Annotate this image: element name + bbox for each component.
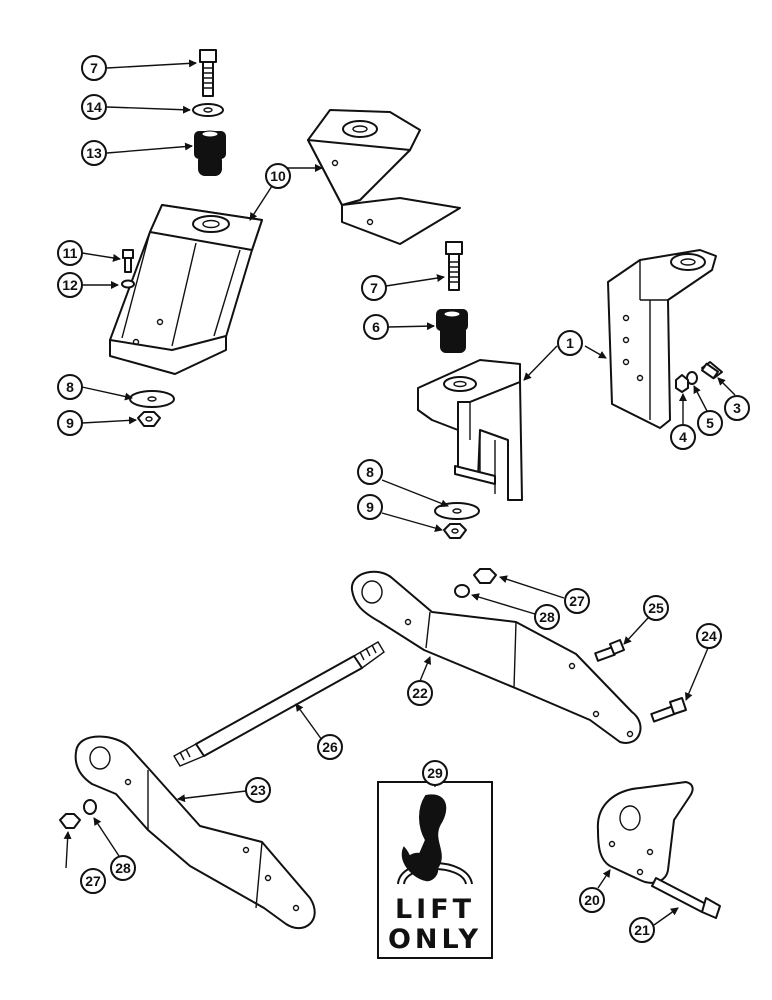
callout-1: 1 — [557, 330, 583, 356]
lift-arm-left — [74, 735, 316, 930]
svg-text:9: 9 — [66, 415, 74, 431]
lift-arm-right — [350, 570, 642, 744]
washer-top-left — [192, 103, 224, 117]
callout-28-upper: 28 — [534, 604, 560, 630]
callout-29: 29 — [422, 760, 448, 786]
washer-8-left — [129, 390, 175, 408]
bolt-3 — [700, 361, 723, 380]
svg-text:29: 29 — [427, 765, 443, 781]
svg-text:6: 6 — [372, 319, 380, 335]
callout-21: 21 — [629, 917, 655, 943]
svg-text:8: 8 — [366, 464, 374, 480]
anchor-plate-20 — [596, 781, 694, 884]
svg-text:10: 10 — [270, 168, 286, 184]
callout-26: 26 — [317, 734, 343, 760]
nut-27-lower — [59, 813, 81, 829]
lift-only-decal: LIFT ONLY — [377, 781, 493, 959]
svg-text:1: 1 — [566, 335, 574, 351]
callout-12: 12 — [57, 272, 83, 298]
rubber-mount-center — [436, 309, 468, 353]
svg-text:20: 20 — [584, 892, 600, 908]
svg-text:26: 26 — [322, 739, 338, 755]
svg-text:4: 4 — [679, 429, 687, 445]
callout-14: 14 — [81, 94, 107, 120]
svg-text:3: 3 — [733, 400, 741, 416]
callout-27-lower: 27 — [80, 868, 106, 894]
svg-text:12: 12 — [62, 277, 78, 293]
callout-3: 3 — [724, 395, 750, 421]
callout-27-upper: 27 — [564, 588, 590, 614]
front-bracket-center — [417, 359, 523, 501]
svg-text:21: 21 — [634, 922, 650, 938]
callout-20: 20 — [579, 887, 605, 913]
bolt-21 — [651, 877, 721, 919]
callout-10: 10 — [265, 163, 291, 189]
callout-7-top: 7 — [81, 55, 107, 81]
bolt-top-left — [199, 49, 217, 97]
bolt-center — [445, 241, 463, 291]
callout-8-left: 8 — [57, 374, 83, 400]
nut-4 — [675, 374, 689, 393]
front-bracket-right — [607, 249, 717, 429]
lockwasher-28-lower — [83, 799, 97, 815]
rubber-mount-top-left — [194, 130, 226, 176]
tie-rod-26 — [173, 641, 385, 767]
callout-11: 11 — [57, 240, 83, 266]
svg-text:8: 8 — [66, 379, 74, 395]
svg-text:7: 7 — [90, 60, 98, 76]
bolt-25 — [594, 639, 625, 662]
callout-23: 23 — [245, 777, 271, 803]
callout-28-lower: 28 — [110, 855, 136, 881]
washer-8-center — [434, 502, 480, 520]
decal-line2: ONLY — [388, 924, 482, 955]
svg-text:28: 28 — [115, 860, 131, 876]
callout-9-left: 9 — [57, 410, 83, 436]
svg-text:27: 27 — [569, 593, 585, 609]
callout-22: 22 — [407, 680, 433, 706]
callout-7-center: 7 — [361, 275, 387, 301]
callout-4: 4 — [670, 424, 696, 450]
svg-text:22: 22 — [412, 685, 428, 701]
svg-text:28: 28 — [539, 609, 555, 625]
callout-9-center: 9 — [357, 494, 383, 520]
callout-13: 13 — [81, 140, 107, 166]
svg-text:27: 27 — [85, 873, 101, 889]
callout-5: 5 — [697, 410, 723, 436]
svg-text:23: 23 — [250, 782, 266, 798]
svg-text:14: 14 — [86, 99, 102, 115]
mount-bracket-right — [307, 109, 461, 245]
nut-27-upper — [473, 568, 497, 584]
callout-25: 25 — [643, 595, 669, 621]
bolt-11 — [122, 249, 134, 273]
callout-8-center: 8 — [357, 459, 383, 485]
lockwasher-12 — [121, 279, 135, 289]
leader-lines — [63, 59, 736, 926]
lockwasher-28-upper — [454, 584, 470, 598]
decal-line1: LIFT — [395, 894, 475, 925]
svg-text:5: 5 — [706, 415, 714, 431]
svg-text:7: 7 — [370, 280, 378, 296]
bolt-24 — [650, 697, 687, 723]
callout-24: 24 — [696, 623, 722, 649]
svg-text:13: 13 — [86, 145, 102, 161]
nut-9-center — [443, 523, 467, 539]
nut-9-left — [137, 411, 161, 427]
mount-bracket-left — [109, 204, 263, 375]
svg-text:24: 24 — [701, 628, 717, 644]
callout-6: 6 — [363, 314, 389, 340]
svg-text:11: 11 — [63, 245, 78, 261]
svg-text:9: 9 — [366, 499, 374, 515]
svg-text:25: 25 — [648, 600, 664, 616]
